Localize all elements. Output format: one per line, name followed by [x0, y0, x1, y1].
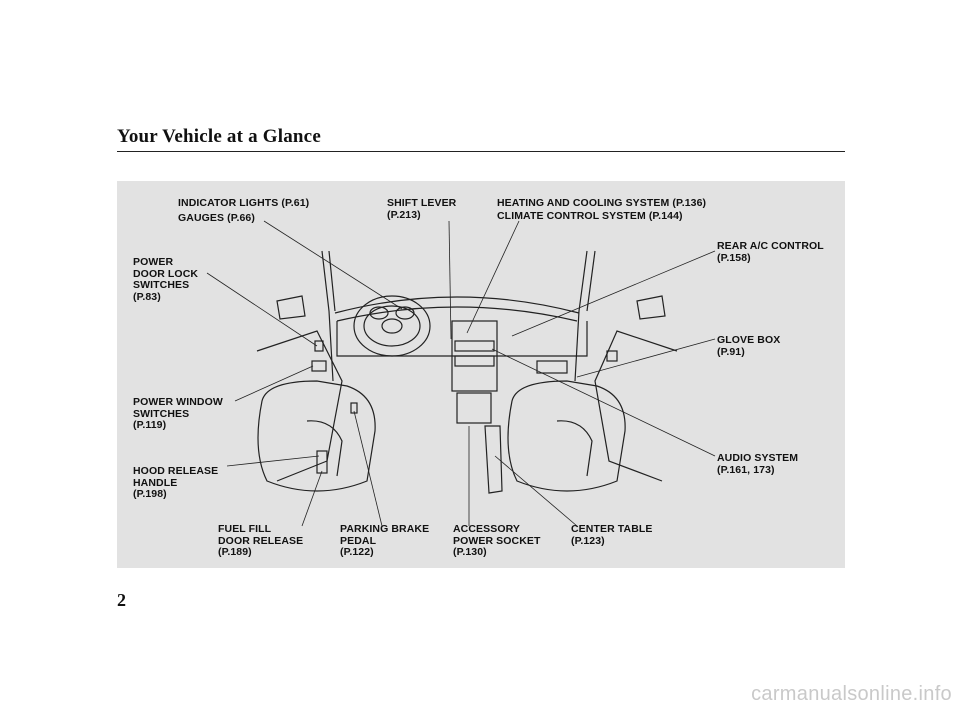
label-rear-ac: REAR A/C CONTROL (P.158): [717, 240, 824, 264]
page-number: 2: [117, 590, 126, 610]
leader-gauges: [263, 220, 403, 310]
leader-hood-release: [226, 455, 320, 467]
label-parking-brake: PARKING BRAKE PEDAL (P.122): [340, 523, 430, 558]
left-door: [256, 330, 343, 482]
leader-fuel-fill: [301, 470, 323, 527]
label-audio-system: AUDIO SYSTEM (P.161, 173): [717, 452, 799, 476]
dashboard-top: [334, 296, 580, 314]
label-fuel-fill: FUEL FILL DOOR RELEASE (P.189): [218, 523, 304, 558]
center-stack: [451, 320, 498, 392]
leader-audio: [491, 348, 716, 457]
label-hood-release: HOOD RELEASE HANDLE (P.198): [133, 465, 219, 500]
right-seat: [507, 380, 626, 492]
center-table-shape: [484, 425, 503, 494]
vehicle-interior-figure: INDICATOR LIGHTS (P.61) GAUGES (P.66) SH…: [117, 181, 845, 568]
left-seat: [257, 380, 376, 492]
watermark: carmanualsonline.info: [751, 683, 952, 705]
label-gauges: GAUGES (P.66): [178, 212, 255, 224]
label-accessory-socket: ACCESSORY POWER SOCKET (P.130): [453, 523, 541, 558]
leader-power-window: [234, 365, 314, 402]
leader-shift-lever: [448, 220, 452, 340]
title-divider: [117, 151, 845, 152]
label-glove-box: GLOVE BOX (P.91): [717, 334, 781, 358]
steering-wheel: [353, 295, 431, 357]
leader-rear-ac: [511, 250, 716, 337]
right-pillar-inner: [586, 250, 596, 312]
label-shift-lever: SHIFT LEVER (P.213): [387, 197, 457, 221]
leader-power-door-lock: [206, 272, 318, 347]
interior-illustration: [206, 220, 716, 527]
right-pillar: [574, 250, 588, 382]
leader-glove-box: [576, 338, 716, 378]
right-door: [594, 330, 678, 482]
leader-center-table: [494, 455, 578, 527]
label-center-table: CENTER TABLE (P.123): [571, 523, 653, 547]
leader-parking-brake: [353, 410, 383, 527]
leader-heating: [466, 220, 520, 334]
label-power-window: POWER WINDOW SWITCHES (P.119): [133, 396, 223, 431]
glove-box-shape: [536, 360, 568, 374]
label-power-door-lock: POWER DOOR LOCK SWITCHES (P.83): [133, 256, 199, 303]
page-title: Your Vehicle at a Glance: [117, 126, 321, 147]
label-indicator-lights: INDICATOR LIGHTS (P.61): [178, 197, 310, 209]
left-pillar: [321, 250, 334, 382]
label-heating-cooling: HEATING AND COOLING SYSTEM (P.136): [497, 197, 707, 209]
left-pillar-inner: [328, 250, 336, 312]
label-climate-control: CLIMATE CONTROL SYSTEM (P.144): [497, 210, 683, 222]
